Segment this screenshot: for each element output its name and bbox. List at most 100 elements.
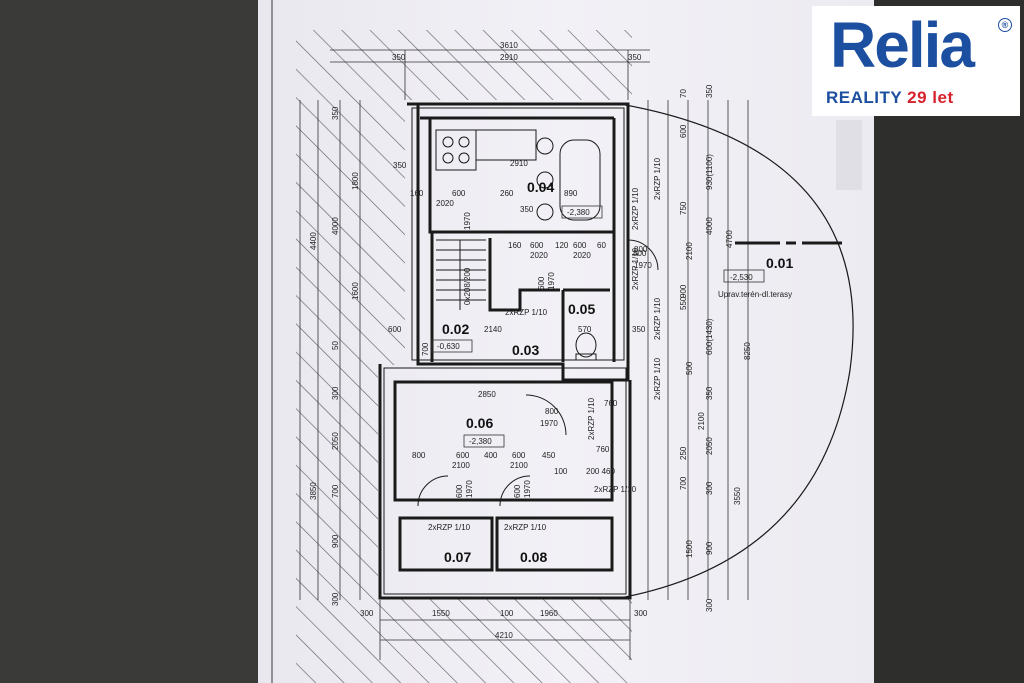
- dim-text: 350: [520, 205, 534, 214]
- dim-text: 70: [679, 89, 688, 98]
- registered-mark: ®: [998, 18, 1012, 32]
- dim-text: 450: [542, 451, 556, 460]
- dim-text: 50: [331, 341, 340, 350]
- dim-text: 600: [452, 189, 466, 198]
- dim-text: 930(1100): [705, 154, 714, 190]
- dim-text: 750: [679, 201, 688, 215]
- dim-text: 500: [685, 361, 694, 375]
- window-label: 2xRZP 1/10: [504, 523, 547, 532]
- logo-tagline: REALITY 29 let: [826, 88, 954, 108]
- dim-text: 600: [530, 241, 544, 250]
- dim-text: 550: [679, 296, 688, 310]
- window-label: 2xRZP 1/10: [631, 247, 640, 290]
- dim-text: 2100: [452, 461, 470, 470]
- dim-text: 600: [513, 484, 522, 498]
- room-label-005: 0.05: [568, 301, 595, 317]
- terrain-note: Uprav.terén-dl.terasy: [718, 290, 792, 299]
- relia-logo: Relia ® REALITY 29 let: [812, 6, 1020, 116]
- terrain-hatch: [296, 30, 632, 683]
- dim-text: 300: [634, 609, 648, 618]
- dim-text: 2850: [478, 390, 496, 399]
- dim-text: 1970: [523, 480, 532, 498]
- room-label-006: 0.06: [466, 415, 493, 431]
- window-label: 2xRZP 1/10: [653, 297, 662, 340]
- dim-text: 600: [388, 325, 402, 334]
- room-label-008: 0.08: [520, 549, 547, 565]
- dim-text: 1970: [540, 419, 558, 428]
- window-label: 2xRZP 1/10: [587, 397, 596, 440]
- dim-text: 3850: [309, 482, 318, 500]
- level-l1: -2,530: [730, 273, 753, 282]
- dim-text: 570: [578, 325, 592, 334]
- window-label: 2xRZP 1/10: [428, 523, 471, 532]
- dim-text: 600: [679, 124, 688, 138]
- room-label-003: 0.03: [512, 342, 539, 358]
- window-label: 2xRZP 1/10: [631, 187, 640, 230]
- dim-text: 2100: [510, 461, 528, 470]
- dim-text: 600: [455, 484, 464, 498]
- window-label: 2xRZP 1/10: [653, 157, 662, 200]
- dim-text: 1960: [540, 609, 558, 618]
- dim-text: 1550: [432, 609, 450, 618]
- dim-text: 600: [537, 276, 546, 290]
- level-l3: -2,380: [567, 208, 590, 217]
- dim-text: 3610: [500, 41, 518, 50]
- dim-text: 1500: [685, 540, 694, 558]
- dim-text: 350: [393, 161, 407, 170]
- dim-text: 2910: [500, 53, 518, 62]
- dim-text: 8250: [743, 342, 752, 360]
- dim-text: 600: [512, 451, 526, 460]
- walls: [378, 102, 632, 600]
- stairs: [436, 239, 486, 310]
- dim-text: 100: [554, 467, 568, 476]
- dim-text: 4700: [725, 230, 734, 248]
- dim-text: 2100: [697, 412, 706, 430]
- dim-text: 100: [500, 609, 514, 618]
- dim-text: 300: [331, 592, 340, 606]
- dim-text: 2020: [530, 251, 548, 260]
- dim-text: 300: [331, 386, 340, 400]
- dim-text: 160: [410, 189, 424, 198]
- dim-text: 2100: [685, 242, 694, 260]
- dim-text: 890: [564, 189, 578, 198]
- logo-brand: REALITY: [826, 88, 902, 107]
- dim-text: 800: [412, 451, 426, 460]
- dim-text: 700: [679, 476, 688, 490]
- level-l2: -2,380: [469, 437, 492, 446]
- dim-text: 4000: [705, 217, 714, 235]
- dim-text: 1970: [547, 272, 556, 290]
- dim-text: 600: [456, 451, 470, 460]
- dim-text: 900: [705, 541, 714, 555]
- dim-text: 2050: [331, 432, 340, 450]
- dim-text: 2020: [436, 199, 454, 208]
- dim-text: 350: [628, 53, 642, 62]
- dim-text: 1600: [351, 282, 360, 300]
- dim-text: 2140: [484, 325, 502, 334]
- dim-text: 350: [331, 106, 340, 120]
- dim-text: 2910: [510, 159, 528, 168]
- room-label-007: 0.07: [444, 549, 471, 565]
- dim-text: 260: [500, 189, 514, 198]
- dim-text: 1800: [351, 172, 360, 190]
- dim-text: 760: [596, 445, 610, 454]
- dim-text: 600: [573, 241, 587, 250]
- room-label-004: 0.04: [527, 179, 554, 195]
- dim-text: 300: [705, 481, 714, 495]
- dim-text: 2050: [705, 437, 714, 455]
- window-label: 2xRZP 1/10: [505, 308, 548, 317]
- dim-text: 4210: [495, 631, 513, 640]
- terrace-arc: [619, 103, 854, 599]
- room-label-001: 0.01: [766, 255, 793, 271]
- dim-text: 600(1430): [705, 318, 714, 355]
- dim-text: 700: [331, 484, 340, 498]
- dim-text: 350: [392, 53, 406, 62]
- dim-text: 350: [705, 386, 714, 400]
- dim-text: 300: [360, 609, 374, 618]
- logo-years: 29 let: [907, 88, 954, 107]
- dim-text: 120: [555, 241, 569, 250]
- dim-text: 4000: [331, 217, 340, 235]
- dim-text: 60: [597, 241, 606, 250]
- dim-text: 400: [484, 451, 498, 460]
- dim-text: 300: [705, 598, 714, 612]
